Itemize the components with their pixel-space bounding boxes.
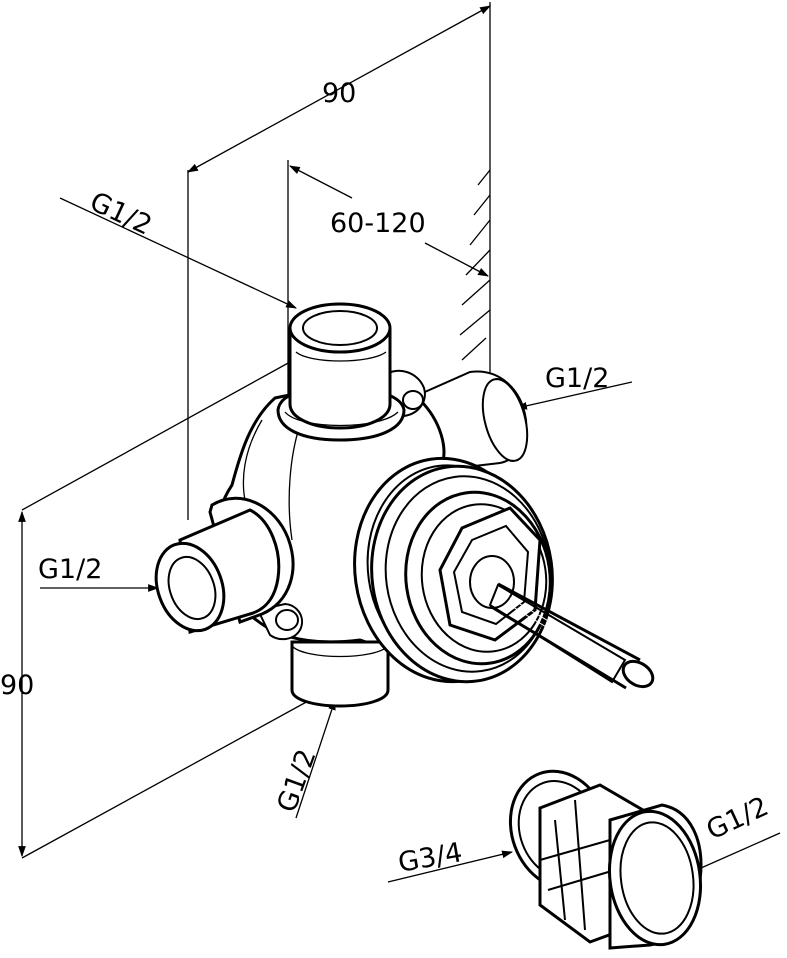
adapter-hex-facets (539, 799, 616, 931)
label-port-left: G1/2 (38, 554, 102, 585)
valve-body (154, 302, 655, 708)
spindle (488, 582, 655, 690)
port-left (154, 496, 295, 634)
dimension-depth-a (289, 165, 353, 199)
label-port-bottom: G1/2 (271, 745, 322, 816)
label-adapter-inlet: G3/4 (396, 837, 465, 879)
diverter-housing (353, 456, 554, 684)
dimension-lines (18, 2, 781, 883)
label-width-top: 90 (322, 78, 356, 109)
wall-hatching (459, 169, 491, 361)
extension-line-upper (21, 361, 291, 511)
leader-port-top (59, 197, 297, 309)
dimension-width-top (187, 5, 491, 173)
leader-port-right (515, 381, 633, 410)
mounting-lug-bottom (256, 602, 304, 641)
leader-port-bottom (295, 698, 336, 819)
leader-adapter-inlet (387, 850, 514, 883)
label-port-right: G1/2 (545, 363, 609, 394)
label-adapter-outlet: G1/2 (702, 791, 773, 846)
dimension-depth-b (424, 242, 489, 277)
adapter-fitting (508, 769, 703, 950)
leader-adapter-outlet (690, 832, 781, 873)
extension-line-lower (21, 699, 311, 859)
port-top (276, 302, 406, 442)
label-port-top: G1/2 (85, 186, 156, 241)
label-height-left: 90 (0, 670, 34, 701)
label-depth-range: 60-120 (330, 208, 426, 239)
port-bottom (290, 640, 390, 708)
